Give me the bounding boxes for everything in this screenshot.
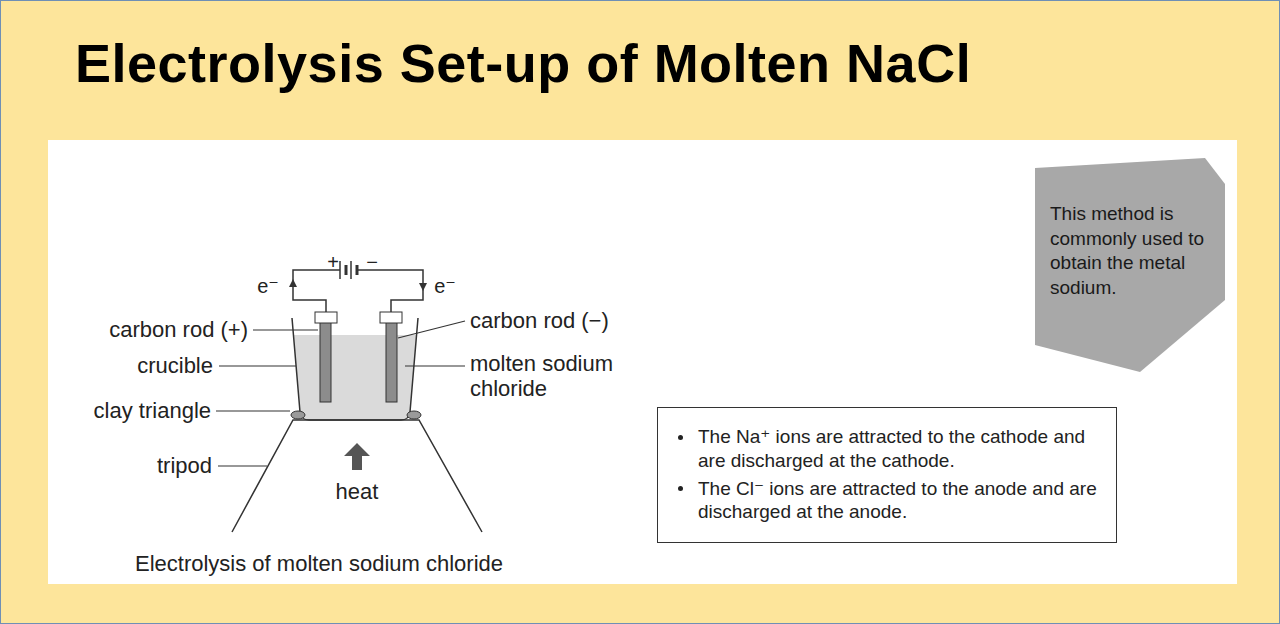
- leader-line: [219, 365, 296, 366]
- battery-plate: [345, 265, 348, 275]
- battery-plate: [350, 261, 352, 279]
- part-label: carbon rod (−): [470, 308, 609, 333]
- electron-arrow: [419, 283, 427, 291]
- note-hexagon: This method is commonly used to obtain t…: [1022, 158, 1227, 372]
- rod-cap: [315, 312, 337, 323]
- part-label: carbon rod (+): [109, 317, 248, 342]
- page-title: Electrolysis Set-up of Molten NaCl: [75, 32, 971, 94]
- part-label: tripod: [157, 453, 212, 478]
- bullet-text: The Na⁺ ions are attracted to the cathod…: [698, 425, 1098, 473]
- part-label: clay triangle: [94, 398, 211, 423]
- heat-arrow: [344, 443, 370, 470]
- tripod: [232, 420, 482, 532]
- clay-triangle: [407, 411, 421, 419]
- electron-arrow: [289, 279, 297, 287]
- crucible: [292, 318, 418, 420]
- info-box: The Na⁺ ions are attracted to the cathod…: [657, 407, 1117, 543]
- note-text: This method is commonly used to obtain t…: [1050, 202, 1213, 301]
- battery-plate: [356, 265, 359, 275]
- clay-triangle: [291, 411, 305, 419]
- hexagon-fill: [1035, 158, 1225, 372]
- electron-label: e⁻: [434, 275, 456, 298]
- leader-line: [398, 321, 465, 338]
- bullet-text: The Cl⁻ ions are attracted to the anode …: [698, 477, 1098, 525]
- leader-line: [218, 465, 267, 466]
- carbon-rod: [320, 322, 331, 402]
- carbon-rod: [386, 322, 397, 402]
- battery-plate: [339, 261, 341, 279]
- leader-line: [253, 329, 318, 330]
- molten-salt: [293, 335, 416, 420]
- terminal-sign: −: [366, 251, 378, 274]
- figure-caption: Electrolysis of molten sodium chloride: [135, 551, 503, 577]
- part-label: molten sodium chloride: [470, 351, 645, 402]
- rod-cap: [380, 312, 402, 323]
- part-label: heat: [336, 479, 379, 504]
- wire: [357, 270, 423, 312]
- leader-line: [216, 410, 290, 411]
- wire: [293, 270, 340, 312]
- electron-label: e⁻: [257, 275, 279, 298]
- terminal-sign: +: [327, 251, 339, 274]
- part-label: crucible: [137, 353, 213, 378]
- leader-line: [405, 365, 465, 366]
